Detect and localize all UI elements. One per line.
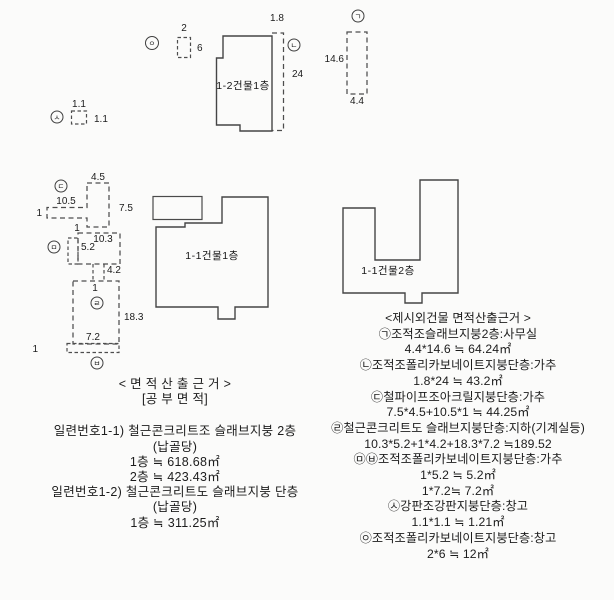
dim-label: 14.6 [325,54,345,65]
svg-text:ㄴ: ㄴ [291,41,298,50]
text-line: ㉡조적조폴리카보네이트지붕단층:가추 [359,358,557,373]
text-line: (납골당) [152,500,198,515]
basement-main-outline [72,280,120,345]
marker-ieung-icon: ㅇ [145,36,159,50]
svg-text:ㅂ: ㅂ [94,359,101,368]
dim-label: 1.8 [270,13,284,24]
text-line: 2층 ≒ 423.43㎡ [129,470,221,485]
basement-bottom-strip-outline [66,342,120,354]
marker-bieup-icon: ㅂ [90,356,104,370]
dim-label: 24 [292,69,304,80]
dim-label: 10.5 [56,196,76,207]
building-1-1-f1-annex-outline [152,195,203,221]
text-line: 1.1*1.1 ≒ 1.21㎡ [411,515,505,530]
canopy-outline [272,32,285,132]
l-canopy-outline [46,182,110,228]
building-1-1-f2-outline [342,179,459,304]
basement-connector-outline [92,264,105,281]
marker-nieun-icon: ㄴ [287,38,301,52]
svg-text:ㅇ: ㅇ [149,39,156,48]
text-line: 1층 ≒ 618.68㎡ [129,454,221,469]
building-label: 1-1건물1층 [185,250,239,262]
svg-text:ㄷ: ㄷ [58,182,65,191]
dim-label: 7.2 [86,332,100,343]
section-heading: < 면 적 산 출 근 거 > [118,377,232,391]
text-line: ㉢철파이프조아크릴지붕단층:가추 [370,389,546,404]
marker-digeut-icon: ㄷ [54,179,68,193]
gongbu-area-lines: 일련번호1-1) 철근콘크리트조 슬래브지붕 2층 (납골당) 1층 ≒ 618… [10,424,340,530]
section-subheading: [공 부 면 적] [141,392,209,407]
text-line: 1*5.2 ≒ 5.2㎡ [420,468,496,483]
dim-label: 4.2 [107,265,121,276]
building-1-2-f1-outline [215,35,273,132]
building-label: 1-1건물2층 [361,265,415,277]
dim-label: 1.1 [72,99,86,110]
svg-text:ㅁ: ㅁ [51,243,58,252]
basement-left-strip-outline [67,237,79,265]
dim-label: 6 [197,43,203,54]
text-line: ㉠조적조슬래브지붕2층:사무실 [378,326,538,341]
marker-giyeok-icon: ㄱ [351,9,365,23]
text-line: 일련번호1-1) 철근콘크리트조 슬래브지붕 2층 [53,424,297,439]
dim-label: 10.3 [93,234,113,245]
dim-label: 1 [32,344,38,355]
dim-label: 7.5 [119,203,133,214]
section-heading: <제시외건물 면적산출근거 > [385,311,531,325]
text-line: 일련번호1-2) 철근콘크리트도 슬래브지붕 단층 [51,485,299,500]
dim-label: 1 [74,223,80,234]
text-line: 1층 ≒ 311.25㎡ [130,515,220,530]
svg-text:ㅅ: ㅅ [54,113,61,122]
building-label: 1-2건물1층 [216,80,270,92]
jesiwe-area-section: <제시외건물 면적산출근거 > ㉠조적조슬래브지붕2층:사무실 4.4*14.6… [302,311,614,562]
shed-outline [70,110,88,125]
dim-label: 1 [36,208,42,219]
text-line: 1.8*24 ≒ 43.2㎡ [413,373,503,388]
dim-label: 1.1 [94,114,108,125]
text-line: 7.5*4.5+10.5*1 ≒ 44.25㎡ [386,405,530,420]
marker-rieul-icon: ㄹ [90,296,104,310]
storage-outline [176,36,192,59]
text-line: 2*6 ≒ 12㎡ [427,546,489,561]
dim-label: 2 [181,23,187,34]
text-line: ㉧조적조폴리카보네이트지붕단층:창고 [359,530,557,545]
gongbu-area-section: < 면 적 산 출 근 거 > [공 부 면 적] 일련번호1-1) 철근콘크리… [10,377,340,531]
svg-text:ㄹ: ㄹ [94,299,101,308]
marker-mieum-icon: ㅁ [47,240,61,254]
text-line: (납골당) [152,439,198,454]
text-line: 10.3*5.2+1*4.2+18.3*7.2 ≒189.52 [364,436,552,451]
dim-label: 18.3 [124,312,144,323]
dim-label: 1 [92,283,98,294]
dim-label: 4.5 [91,172,105,183]
text-line: ㉣철근콘크리트도 슬래브지붕단층:지하(기계실등) [331,420,585,435]
text-line: 4.4*14.6 ≒ 64.24㎡ [404,342,512,357]
dim-label: 4.4 [350,96,364,107]
office-outline [346,31,368,95]
building-1-1-f1-outline [155,196,269,320]
svg-text:ㄱ: ㄱ [355,12,362,21]
text-line: ㉦강판조강판지붕단층:창고 [387,499,529,514]
marker-siot-icon: ㅅ [50,110,64,124]
text-line: 1*7.2≒ 7.2㎡ [421,483,495,498]
text-line: ㉤㉥조적조폴리카보네이트지붕단층:가추 [353,452,563,467]
dim-label: 5.2 [81,242,95,253]
